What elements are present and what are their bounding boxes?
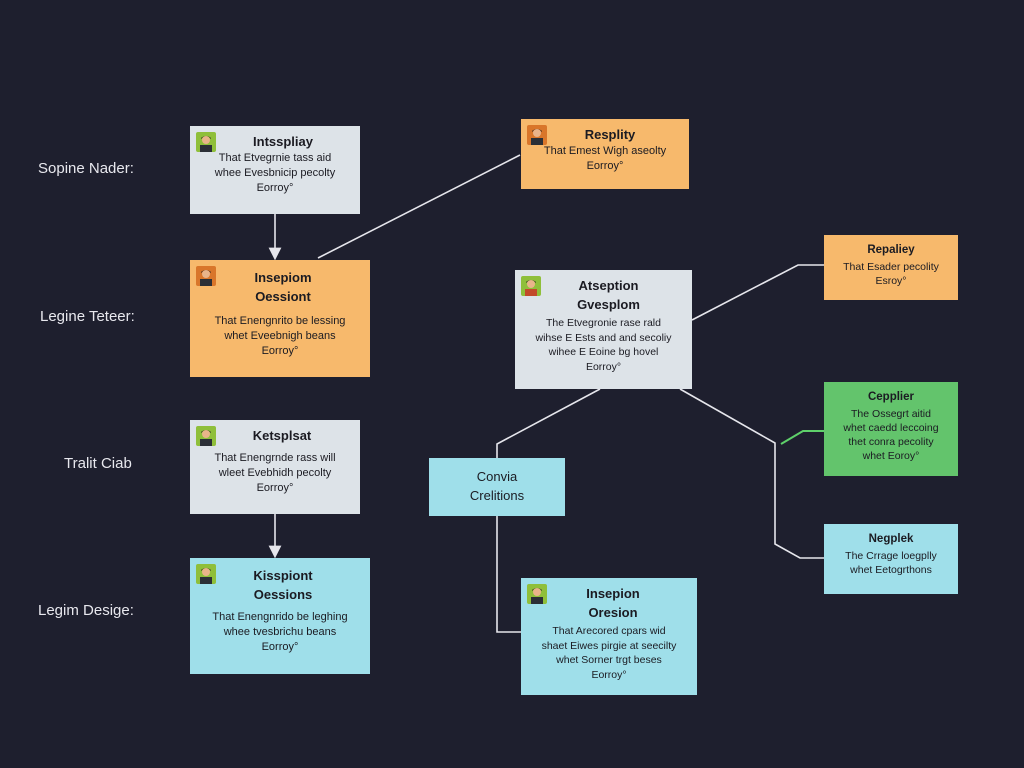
node-body: The Etvegronie rase rald wihse E Ests an… [535, 317, 672, 373]
node-title: Ketsplsat [252, 428, 312, 443]
connector-n6-n9 [691, 264, 824, 321]
connector-n2-n5 [317, 154, 521, 259]
person-avatar-icon [196, 426, 216, 446]
connector-n6-n10 [780, 430, 824, 445]
person-avatar-icon [196, 266, 216, 286]
node-ketsplsat[interactable]: Ketsplsat That Enengrnde rass will wleet… [190, 420, 360, 514]
node-body: That Arecored cpars wid shaet Eiwes pirg… [541, 625, 677, 681]
node-title: Repaliey [867, 244, 915, 256]
node-body: That Emest Wigh aseolty Eorroy° [543, 145, 667, 172]
person-avatar-icon [527, 584, 547, 604]
node-title: Negplek [868, 533, 914, 545]
node-body: The Crrage loegplly whet Eetogrthons [845, 550, 937, 576]
node-title: Intsspliay [253, 134, 313, 149]
node-atseption-gvesplom[interactable]: Atseption Gvesplom The Etvegronie rase r… [515, 270, 692, 389]
node-body: That Etvegrnie tass aid whee Evesbnicip … [214, 152, 336, 194]
person-avatar-icon [521, 276, 541, 296]
connector-n7-n8 [496, 516, 521, 633]
lane-label-2: Legine Teteer: [40, 308, 135, 325]
connector-n6-n7 [496, 388, 601, 458]
node-title: Insepion Oresion [586, 586, 640, 620]
node-resplity[interactable]: Resplity That Emest Wigh aseolty Eorroy° [521, 119, 689, 189]
node-kisspiont-oessions[interactable]: Kisspiont Oessions That Enengnrido be le… [190, 558, 370, 674]
node-title: Kisspiont Oessions [253, 568, 313, 602]
node-intsspliay[interactable]: Intsspliay That Etvegrnie tass aid whee … [190, 126, 360, 214]
person-avatar-icon [196, 132, 216, 152]
node-title: Cepplier [867, 391, 914, 403]
node-body: That Enengnrito be lessing whet Eveebnig… [214, 315, 346, 357]
lane-label-4: Legim Desige: [38, 602, 134, 619]
node-cepplier[interactable]: Cepplier The Ossegrt aitid whet caedd le… [824, 382, 958, 476]
node-title: Resplity [584, 127, 636, 142]
node-insepiom-oessiont[interactable]: Insepiom Oessiont That Enengnrito be les… [190, 260, 370, 377]
node-repaliey[interactable]: Repaliey That Esader pecolity Esroy° [824, 235, 958, 300]
node-convia-crelitions[interactable]: Convia Crelitions [429, 458, 565, 516]
lane-label-3: Tralit Ciab [64, 455, 132, 472]
node-body: The Ossegrt aitid whet caedd leccoing th… [843, 408, 939, 462]
node-body: That Enengrnde rass will wleet Evebhidh … [214, 452, 336, 494]
node-title: Convia Crelitions [469, 469, 525, 503]
node-insepion-oresion[interactable]: Insepion Oresion That Arecored cpars wid… [521, 578, 697, 695]
person-avatar-icon [527, 125, 547, 145]
connector-n6-n11 [679, 388, 824, 559]
node-negplek[interactable]: Negplek The Crrage loegplly whet Eetogrt… [824, 524, 958, 594]
person-avatar-icon [196, 564, 216, 584]
lane-label-1: Sopine Nader: [38, 160, 134, 177]
node-body: That Esader pecolity Esroy° [843, 261, 939, 287]
node-title: Insepiom Oessiont [254, 270, 312, 304]
node-body: That Enengnrido be leghing whee tvesbric… [212, 611, 348, 653]
node-title: Atseption Gvesplom [577, 278, 640, 312]
